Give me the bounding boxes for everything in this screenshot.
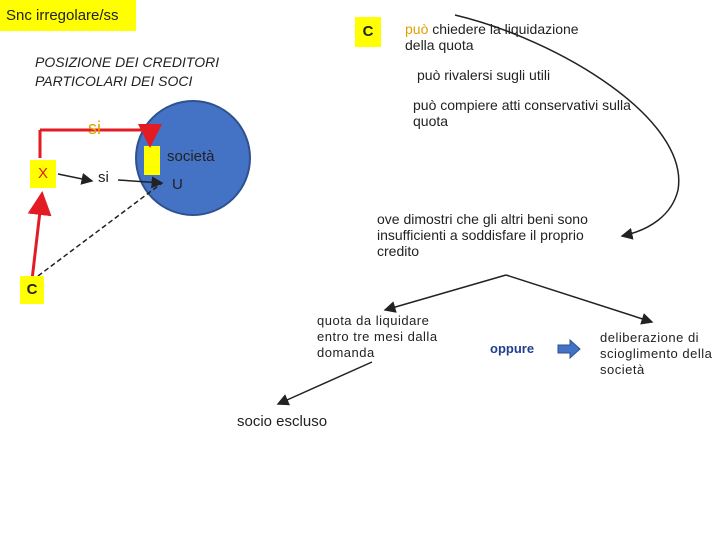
option-liquidation-highlight: può: [405, 21, 429, 37]
arrow-to-outcome: [276, 361, 373, 406]
option-liquidation: può chiedere la liquidazione della quota: [405, 21, 605, 53]
red-line-c-to-x: [27, 191, 52, 281]
arrow-x-to-si: [57, 173, 94, 185]
option-profits: può rivalersi sugli utili: [417, 67, 551, 83]
node-x: X: [30, 160, 56, 188]
blue-arrow-icon: [557, 338, 581, 360]
creditor-box-top: C: [355, 17, 381, 47]
branch-left-text: quota da liquidare entro tre mesi dalla …: [317, 313, 438, 360]
title-box: Snc irregolare/ss: [0, 0, 136, 31]
node-societa: società: [167, 148, 215, 165]
outcome-text: socio escluso: [237, 413, 328, 430]
creditor-box-left: C: [20, 276, 44, 304]
section-heading: POSIZIONE DEI CREDITORI PARTICOLARI DEI …: [35, 54, 220, 89]
curve-arrow-to-condition: [454, 14, 680, 240]
dashed-line-c-to-society: [37, 182, 163, 277]
option-liquidation-rest: chiedere la liquidazione della quota: [405, 21, 579, 53]
society-marker: [144, 146, 160, 175]
branch-line-right: [505, 274, 654, 325]
node-u: U: [172, 176, 183, 193]
node-si-top: si: [88, 118, 101, 138]
condition-text: ove dimostri che gli altri beni sono ins…: [377, 211, 588, 259]
node-si-bottom: si: [98, 169, 109, 186]
branch-right-text: deliberazione di scioglimento della soci…: [600, 330, 713, 377]
oppure-label: oppure: [490, 341, 535, 356]
arrow-si-to-society: [117, 176, 164, 189]
society-circle: [135, 100, 251, 216]
branch-line-left: [383, 274, 507, 313]
option-conservative-acts: può compiere atti conservativi sulla quo…: [413, 97, 631, 129]
